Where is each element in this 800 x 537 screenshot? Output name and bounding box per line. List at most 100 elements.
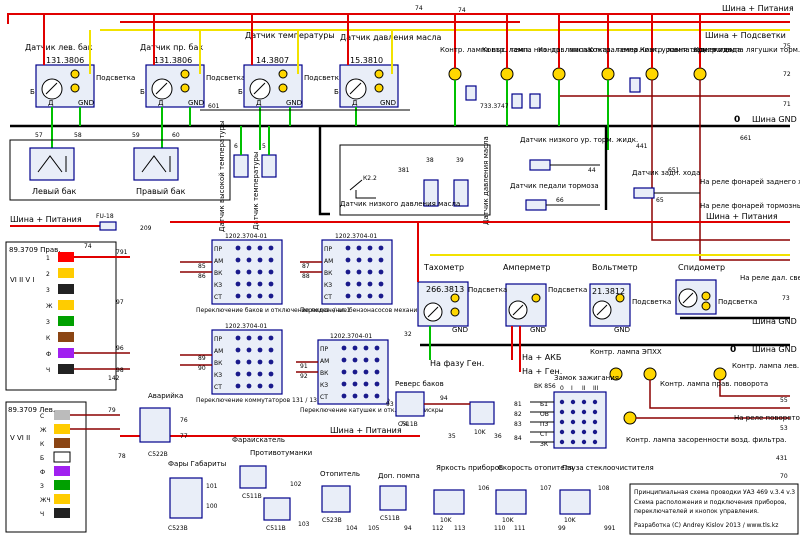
- switch-contact: [367, 293, 373, 299]
- wire-113: 113: [454, 525, 466, 532]
- lock-contact: [592, 439, 598, 445]
- switch-contact: [257, 359, 263, 365]
- switch-contact: [246, 383, 252, 389]
- switch-contact: [363, 345, 369, 351]
- switch-contact: [345, 281, 351, 287]
- switch-contact: [235, 359, 241, 365]
- speedometer-backlight: Подсветка: [718, 298, 757, 306]
- sensor-right-tank-code: 131.3806: [154, 56, 192, 65]
- bus-power-mid: Шина + Питания: [706, 212, 778, 221]
- searchlight-title: Фараискатель: [232, 436, 285, 444]
- switch-3-row-label: КЗ: [214, 372, 222, 379]
- switch-contact: [374, 393, 380, 399]
- sensor-temperature-gnd: GND: [286, 99, 302, 107]
- connector-left-pin: Б: [40, 455, 44, 462]
- lock-row-label: ПЗ: [540, 421, 549, 428]
- switch-4-caption: Переключение катушек и отключение искры: [300, 407, 444, 414]
- temp-sensor-label: Датчик температуры: [252, 152, 260, 230]
- connector-left: [5, 401, 120, 533]
- ignition-lock-title: Замок зажигания: [554, 374, 619, 382]
- high-temp-sensor-label: Датчик высокой температуры: [218, 120, 226, 232]
- switch-contact: [356, 269, 362, 275]
- sensor-left-tank-b: Б: [30, 88, 35, 96]
- wire-38: 38: [426, 157, 434, 164]
- connector-right-pin: 1: [46, 255, 50, 262]
- wire-78: 78: [118, 453, 126, 460]
- wire-36: 36: [494, 433, 502, 440]
- switch-1-pin-a: 85: [198, 263, 206, 270]
- wire-74b: 74: [458, 7, 466, 14]
- wire-101: 101: [206, 483, 218, 490]
- pump-title: Доп. помпа: [378, 472, 420, 480]
- switch-contact: [246, 335, 252, 341]
- wire-53: 53: [780, 425, 788, 432]
- switch-contact: [246, 269, 252, 275]
- switch-contact: [268, 293, 274, 299]
- wire-39: 39: [456, 157, 464, 164]
- tank-reverse-res: 10K: [474, 429, 487, 436]
- wire-106: 106: [478, 485, 490, 492]
- switch-contact: [341, 369, 347, 375]
- lamp-brake-fluid: Контр. лампа низк. уровня торм. жидк.: [588, 46, 734, 54]
- heater-speed-title: Скорость отопителя: [498, 464, 573, 472]
- switch-contact: [341, 357, 347, 363]
- wire-651: 651: [668, 167, 680, 174]
- switch-contact: [268, 257, 274, 263]
- pump-code: С511В: [380, 515, 400, 522]
- switch-1-row-label: СТ: [214, 294, 222, 301]
- brightness-title: Яркость приборов: [436, 464, 503, 472]
- lamp-low-oil: Контр. лампа низ. дав. масла: [482, 46, 591, 54]
- sensor-temperature: [243, 64, 303, 108]
- tacho-backlight: Подсветка: [468, 286, 507, 294]
- switch-contact: [268, 359, 274, 365]
- switch-3-row-label: ПР: [214, 336, 223, 343]
- wire-791: 791: [116, 249, 128, 256]
- lock-contact: [581, 429, 587, 435]
- searchlight-code: С511В: [242, 493, 262, 500]
- switch-contact: [235, 335, 241, 341]
- lamp-right-turn: Контр. лампа прав. поворота: [660, 380, 768, 388]
- switch-contact: [268, 245, 274, 251]
- wire-441: 441: [636, 143, 648, 150]
- temp-sensors-group: [233, 126, 277, 178]
- switch-contact: [378, 281, 384, 287]
- tacho-gnd: GND: [452, 326, 468, 334]
- connector-left-pin: ЖЧ: [40, 497, 51, 504]
- wire-71: 71: [783, 101, 791, 108]
- wire-74a: 74: [415, 5, 423, 12]
- wire-70: 70: [780, 473, 788, 480]
- wire-75: 75: [783, 43, 791, 50]
- bus-power-bottom: Шина + Питания: [330, 426, 402, 435]
- switch-4-code: 1202.3704-01: [330, 333, 372, 340]
- tank-reverse: [395, 391, 495, 425]
- wire-100: 100: [206, 503, 218, 510]
- switch-1-caption: Переключение баков и отключение подсв. /…: [196, 307, 350, 314]
- wiper-pause-title: Пауза стеклоочистителя: [562, 464, 654, 472]
- searchlight-switch: [239, 465, 291, 521]
- wire-95: 94: [404, 525, 412, 532]
- switch-2-code: 1202.3704-01: [335, 233, 377, 240]
- bus-gnd-top: Шина GND: [752, 115, 797, 124]
- switch-contact: [352, 357, 358, 363]
- sensor-left-tank-backlight: Подсветка: [96, 74, 135, 82]
- headlights-code: С523В: [168, 525, 188, 532]
- sensor-oil-pressure-b: Б: [334, 88, 339, 96]
- switch-1-code: 1202.3704-01: [225, 233, 267, 240]
- sensor-wires: [43, 14, 410, 150]
- switch-contact: [356, 257, 362, 263]
- heater-speed-knob: [495, 489, 527, 515]
- wire-103: 103: [298, 521, 310, 528]
- wire-97: 97: [116, 299, 124, 306]
- lock-contact: [592, 429, 598, 435]
- switch-contact: [268, 335, 274, 341]
- switch-contact: [367, 257, 373, 263]
- ammeter-gnd: GND: [530, 326, 546, 334]
- wire-79: 79: [108, 407, 116, 414]
- power-bus-top: [7, 13, 790, 31]
- sensor-oil-pressure-d: Д: [352, 99, 358, 107]
- lock-contact: [581, 399, 587, 405]
- switch-contact: [257, 335, 263, 341]
- wire-32: 32: [404, 331, 412, 338]
- switch-contact: [257, 245, 263, 251]
- switch-contact: [341, 381, 347, 387]
